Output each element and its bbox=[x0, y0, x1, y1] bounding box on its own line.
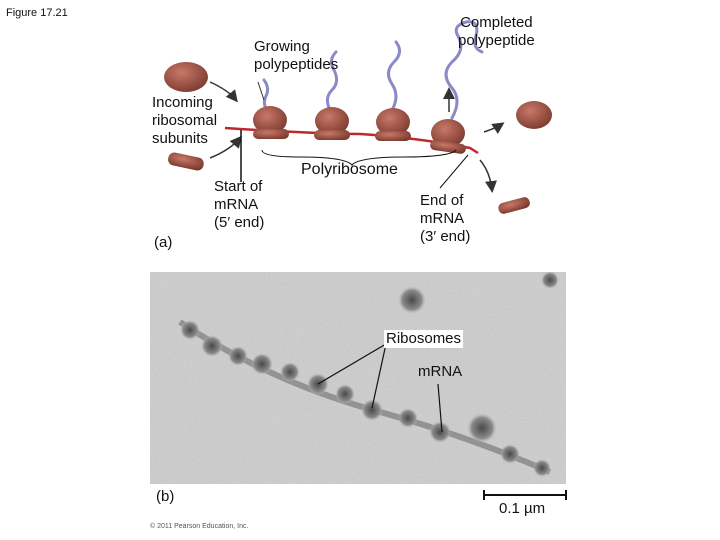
polypeptide-3 bbox=[387, 40, 401, 112]
polyribosome-brace bbox=[261, 149, 457, 166]
growing-leader-1 bbox=[257, 81, 265, 101]
micrograph-ribosomes bbox=[180, 272, 559, 477]
incoming-arrow-bottom bbox=[209, 135, 242, 159]
polypeptide-2 bbox=[325, 50, 339, 112]
ribosome-leader-1 bbox=[317, 343, 387, 385]
scale-bar bbox=[483, 490, 567, 500]
completed-polypeptide-label: Completed polypeptide bbox=[458, 14, 535, 49]
released-small-subunit bbox=[498, 197, 530, 214]
incoming-arrow-top bbox=[209, 81, 238, 103]
figure-label: Figure 17.21 bbox=[6, 7, 68, 19]
growing-polypeptides-label: Growing polypeptides bbox=[254, 38, 339, 73]
incoming-small-subunit bbox=[168, 152, 204, 171]
polyribosome-label: Polyribosome bbox=[301, 161, 398, 178]
mrna-label: mRNA bbox=[418, 363, 463, 380]
ribosome-3 bbox=[375, 108, 411, 141]
polyribosome-diagram bbox=[164, 20, 552, 214]
released-large-subunit bbox=[516, 101, 552, 129]
release-arrow-small bbox=[479, 159, 497, 193]
ribosome-4 bbox=[430, 119, 466, 154]
scale-label: 0.1 µm bbox=[499, 500, 546, 517]
end-leader bbox=[439, 154, 469, 189]
start-mrna-label: Start of mRNA (5′ end) bbox=[214, 178, 265, 231]
incoming-large-subunit bbox=[164, 62, 208, 92]
panel-a-label: (a) bbox=[154, 234, 173, 251]
end-mrna-label: End of mRNA (3′ end) bbox=[420, 192, 471, 245]
ribosomes-label: Ribosomes bbox=[384, 330, 464, 348]
ribosome-leader-2 bbox=[371, 343, 387, 409]
ribosome-1 bbox=[253, 106, 289, 139]
ribosome-2 bbox=[314, 107, 350, 140]
incoming-subunits-label: Incoming ribosomal subunits bbox=[152, 94, 218, 147]
panel-b-label: (b) bbox=[154, 488, 177, 506]
copyright-text: © 2011 Pearson Education, Inc. bbox=[150, 523, 249, 530]
mrna-leader bbox=[437, 383, 443, 433]
release-arrow-large bbox=[483, 122, 505, 134]
electron-micrograph bbox=[150, 272, 566, 484]
